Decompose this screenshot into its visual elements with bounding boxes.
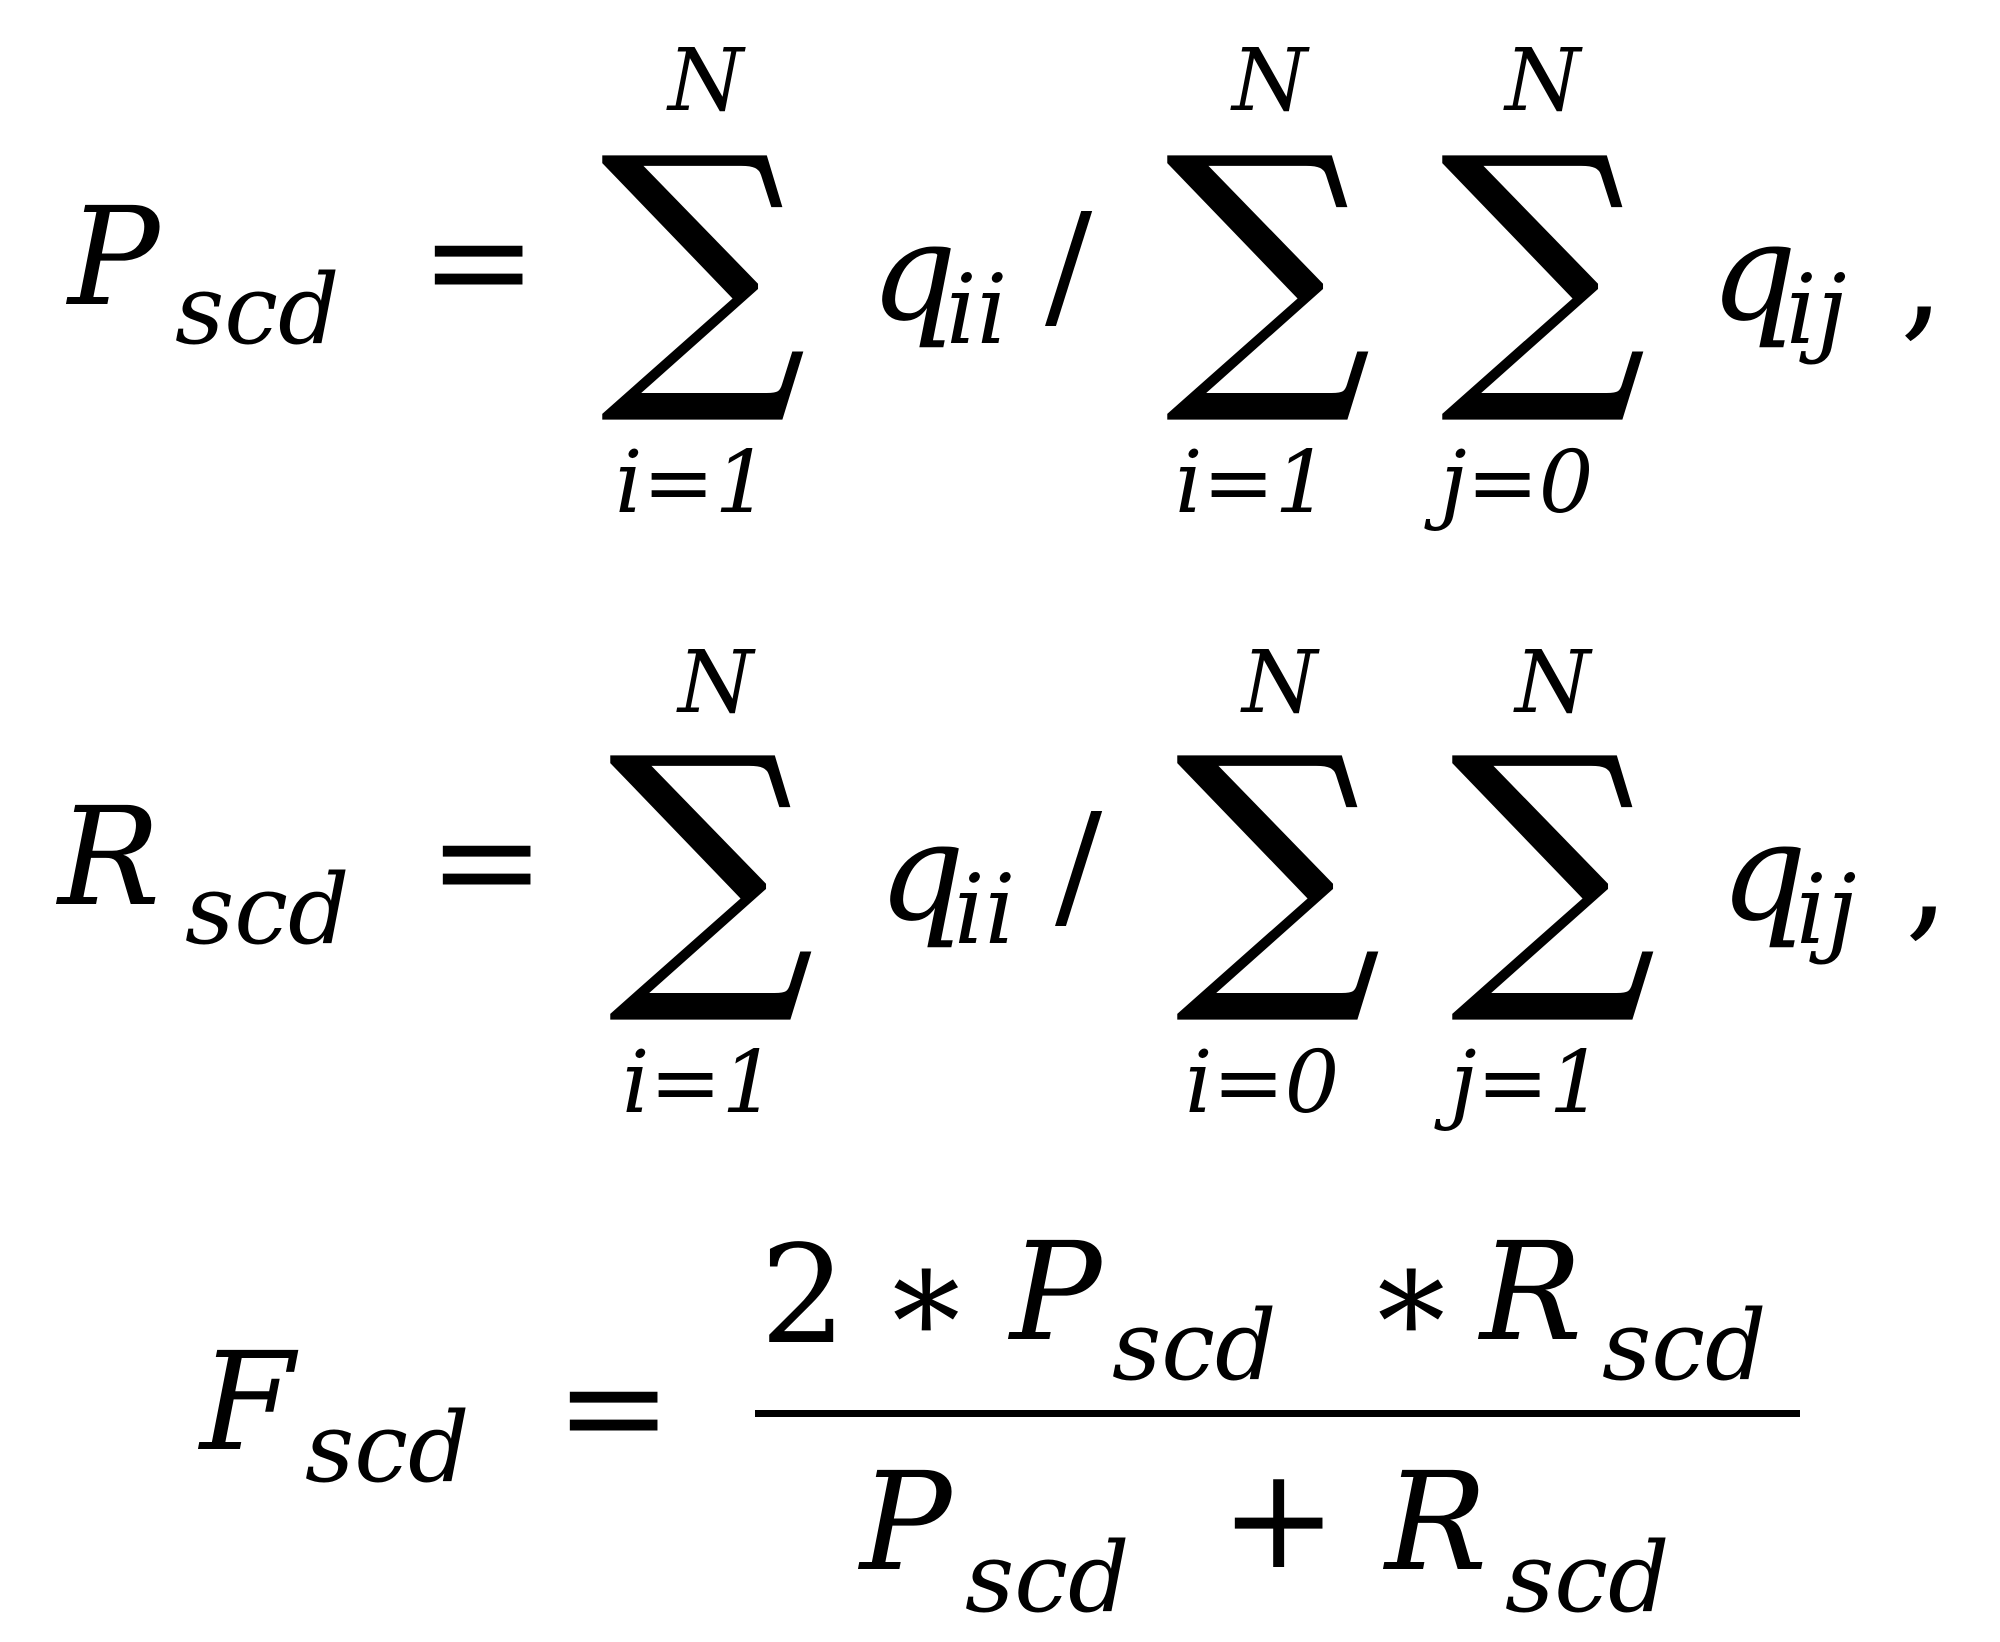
q-symbol: q [878, 794, 966, 952]
division-slash: / [1045, 184, 1093, 347]
q-subscript: ij [1786, 254, 1847, 366]
sum-lower-limit: i=0 [1185, 1033, 1340, 1133]
recall-subscript: scd [185, 854, 350, 966]
fraction-bar [755, 1410, 1800, 1417]
sum-lower-limit: i=1 [615, 433, 770, 533]
recall-symbol: R [1385, 1444, 1488, 1602]
precision-subscript: scd [965, 1522, 1130, 1634]
recall-subscript: scd [1505, 1522, 1670, 1634]
recall-symbol: R [1480, 1214, 1583, 1372]
recall-subscript: scd [1602, 1290, 1767, 1402]
equals-sign: = [428, 780, 546, 943]
summation-symbol: ∑ [1440, 96, 1648, 433]
sum-lower-limit: i=1 [1175, 433, 1330, 533]
sum-lower-limit: j=1 [1450, 1033, 1604, 1133]
sum-upper-limit: N [668, 31, 744, 131]
precision-symbol: P [860, 1444, 952, 1602]
sum-upper-limit: N [1232, 31, 1308, 131]
sum-upper-limit: N [1242, 633, 1318, 733]
precision-subscript: scd [175, 254, 340, 366]
summation-symbol: ∑ [1175, 696, 1383, 1033]
sum-upper-limit: N [678, 633, 754, 733]
fscore-symbol: F [200, 1324, 295, 1482]
sum-upper-limit: N [1505, 31, 1581, 131]
multiply-operator: ∗ [880, 1217, 973, 1375]
q-subscript: ii [946, 254, 1008, 366]
q-symbol: q [1710, 194, 1798, 352]
summation-symbol: ∑ [608, 696, 816, 1033]
precision-subscript: scd [1112, 1290, 1277, 1402]
sum-upper-limit: N [1515, 633, 1591, 733]
q-symbol: q [1720, 794, 1808, 952]
sum-lower-limit: j=0 [1440, 433, 1594, 533]
plus-operator: + [1220, 1438, 1338, 1601]
comma: , [1900, 193, 1945, 356]
equals-sign: = [555, 1326, 673, 1489]
precision-symbol: P [68, 179, 160, 337]
fscore-subscript: scd [305, 1392, 470, 1504]
q-symbol: q [870, 194, 958, 352]
q-subscript: ii [954, 854, 1016, 966]
multiply-operator: ∗ [1365, 1217, 1458, 1375]
numeral-two: 2 [760, 1217, 847, 1375]
division-slash: / [1055, 784, 1103, 947]
summation-symbol: ∑ [1165, 96, 1373, 433]
precision-symbol: P [1010, 1214, 1102, 1372]
summation-symbol: ∑ [600, 96, 808, 433]
recall-symbol: R [58, 779, 161, 937]
equals-sign: = [420, 180, 538, 343]
comma: , [1905, 793, 1950, 956]
q-subscript: ij [1796, 854, 1857, 966]
sum-lower-limit: i=1 [622, 1033, 777, 1133]
summation-symbol: ∑ [1450, 696, 1658, 1033]
